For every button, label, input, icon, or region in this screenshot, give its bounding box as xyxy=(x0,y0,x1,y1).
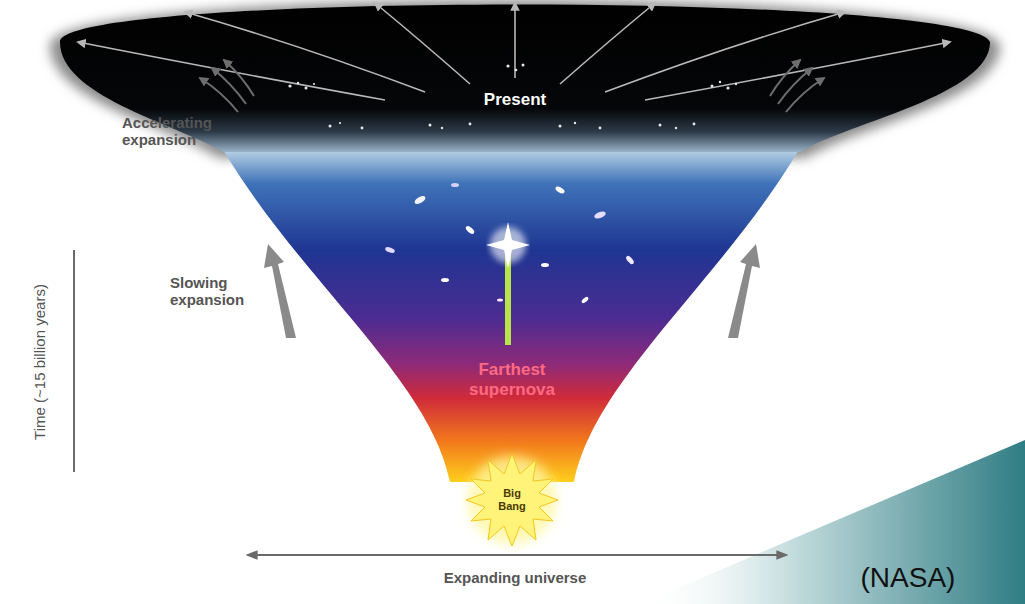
supernova xyxy=(486,222,530,345)
corner-wedge xyxy=(640,440,1025,604)
label-text: Accelerating expansion xyxy=(122,114,242,149)
galaxies xyxy=(288,64,737,130)
label-text: Expanding universe xyxy=(405,569,625,586)
expansion-cone xyxy=(222,148,800,482)
event-label: Farthest supernova xyxy=(457,360,567,399)
label-text: (NASA) xyxy=(828,562,988,594)
slowing-arrows xyxy=(264,244,760,338)
phase-label: Slowing expansion xyxy=(170,274,256,309)
label-text: Big Bang xyxy=(492,487,532,512)
present-universe xyxy=(60,5,990,153)
big-bang-burst xyxy=(466,454,558,546)
origin-label: Big Bang xyxy=(492,487,532,512)
label-text: Farthest supernova xyxy=(457,360,567,399)
axis-label: Expanding universe xyxy=(405,569,625,586)
phase-label: Accelerating expansion xyxy=(122,114,242,149)
label-text: Present xyxy=(460,90,570,110)
space-axis xyxy=(248,554,786,556)
label-text: Time (~15 billion years) xyxy=(31,262,48,462)
axis-label: Time (~15 billion years) xyxy=(31,262,48,462)
label-text: Slowing expansion xyxy=(170,274,256,309)
expansion-lines xyxy=(78,3,950,100)
era-label: Present xyxy=(460,90,570,110)
time-axis xyxy=(73,250,75,472)
accelerating-arrows xyxy=(200,60,824,112)
credit-label: (NASA) xyxy=(828,562,988,594)
halo xyxy=(50,0,1000,158)
